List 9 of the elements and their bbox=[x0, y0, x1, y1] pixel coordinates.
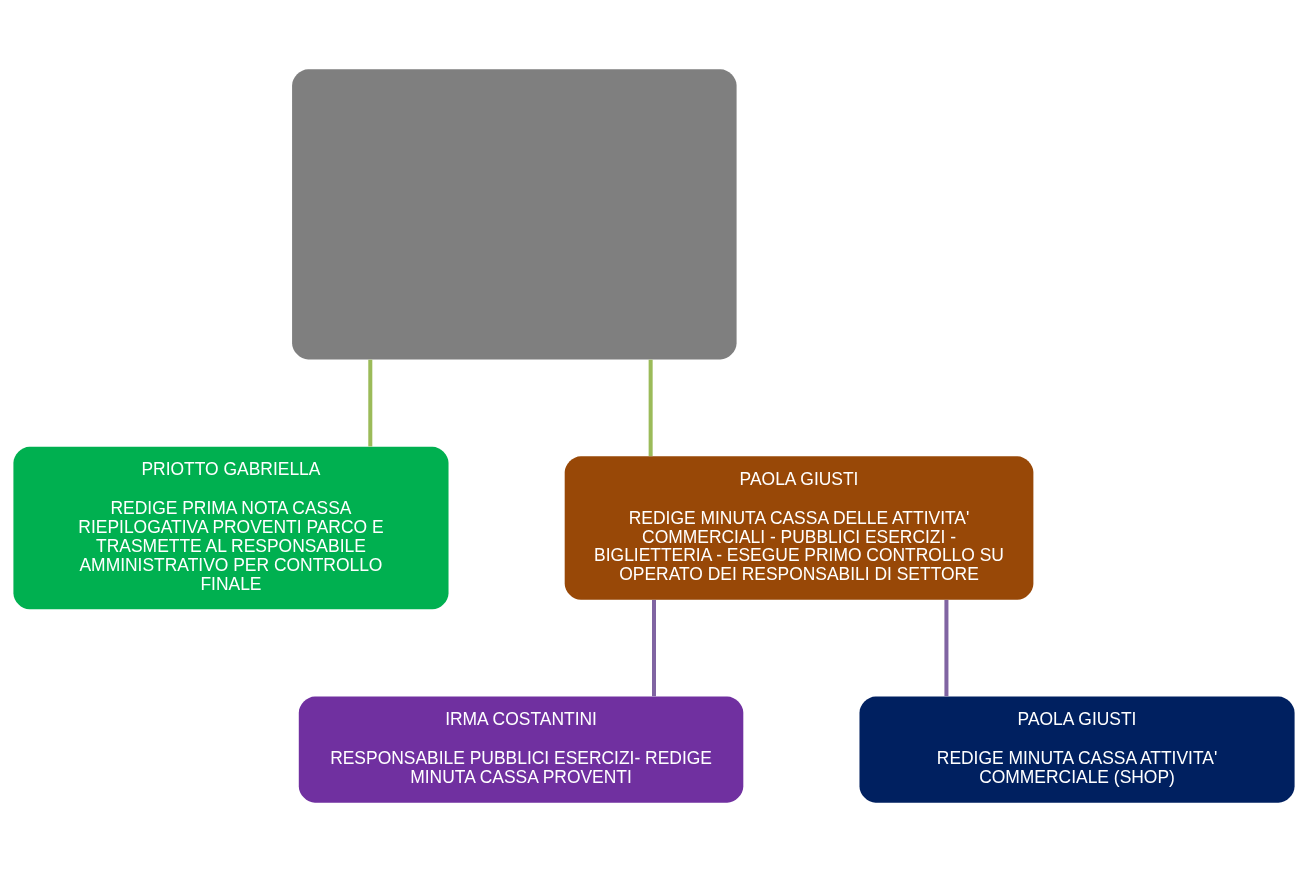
node-box bbox=[292, 68, 737, 359]
connector bbox=[368, 359, 373, 446]
connector bbox=[944, 599, 949, 696]
node-box: PAOLA GIUSTI REDIGE MINUTA CASSA DELLE ATTIVITA' COMMERCIALI - PUBBLICI ESERCIZI - BIGLIETTERIA - ESEGUE PRIMO CONTROLLO SU OPERATO DEI RESPONSABILI DI SETTORE bbox=[564, 455, 1034, 600]
node-box: PAOLA GIUSTI REDIGE MINUTA CASSA ATTIVITA' COMMERCIALE (SHOP) bbox=[859, 696, 1295, 803]
connector bbox=[648, 359, 653, 456]
connector bbox=[652, 599, 656, 696]
node-box: PRIOTTO GABRIELLA REDIGE PRIMA NOTA CASSA RIEPILOGATIVA PROVENTI PARCO E TRASMETTE AL RESPONSABILE AMMINISTRATIVO PER CONTROLLO FINALE bbox=[13, 446, 449, 609]
node-box: IRMA COSTANTINI RESPONSABILE PUBBLICI ESERCIZI- REDIGE MINUTA CASSA PROVENTI bbox=[298, 696, 744, 803]
